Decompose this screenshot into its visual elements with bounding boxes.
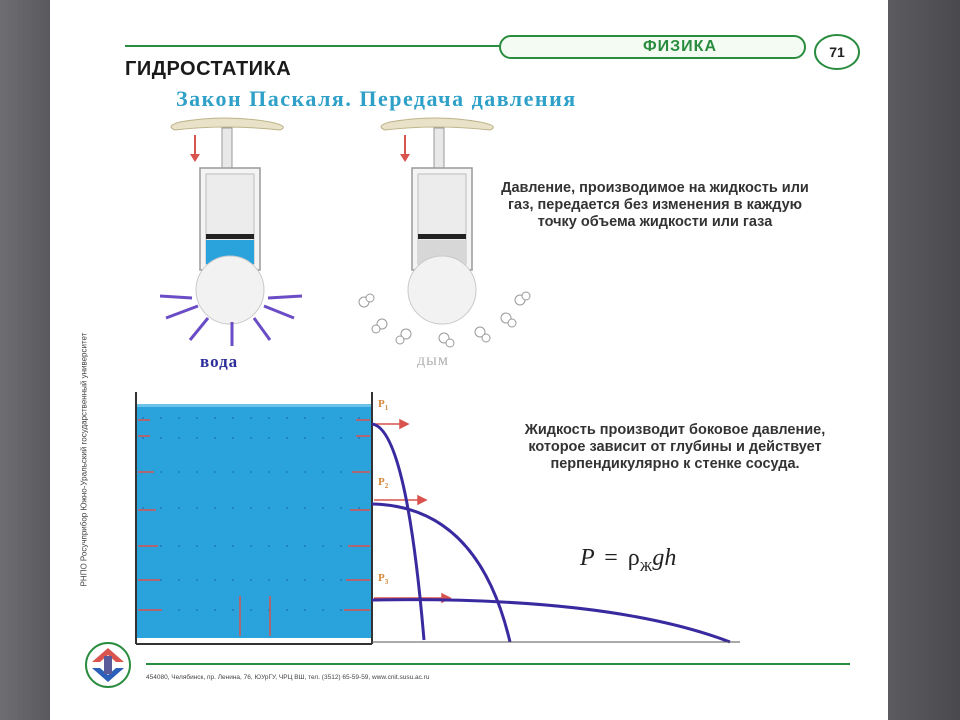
- formula-sub: Ж: [639, 559, 653, 575]
- pressure-label-2: P2: [378, 476, 388, 490]
- pascal-law-description: Давление, производимое на жидкость или г…: [501, 180, 809, 230]
- syringe-smoke: [358, 117, 531, 348]
- right-frame: [888, 0, 960, 720]
- pressure-formula: P = ρЖgh: [580, 545, 676, 576]
- footer-address: 454080, Челябинск, пр. Ленина, 76, ЮУрГУ…: [146, 674, 430, 681]
- page-number: 71: [829, 44, 845, 60]
- side-pressure-description: Жидкость производит боковое давление, ко…: [524, 422, 826, 472]
- formula-rho: ρ: [627, 545, 640, 571]
- smoke-label: дым: [417, 352, 450, 369]
- page-number-oval: [814, 34, 860, 70]
- pressure-label-3-p: P: [378, 572, 385, 584]
- publisher-vertical-text: РНПО Росучприбор Южно-Уральский государс…: [79, 332, 89, 587]
- subject-pill: [499, 35, 806, 59]
- pressure-label-3-sub: 3: [384, 578, 389, 587]
- section-title: ГИДРОСТАТИКА: [125, 58, 292, 80]
- pressure-label-3: P3: [378, 572, 388, 586]
- pressure-label-1-sub: 1: [384, 404, 389, 413]
- water-label: вода: [200, 352, 239, 371]
- textbook-page: ГИДРОСТАТИКА ФИЗИКА 71 Закон Паскаля. Пе…: [50, 0, 888, 720]
- pressure-label-1: P1: [378, 398, 388, 412]
- main-title: Закон Паскаля. Передача давления: [176, 86, 577, 111]
- left-frame: [0, 0, 50, 720]
- publisher-logo-icon: [85, 642, 131, 688]
- syringe-water: [159, 117, 303, 346]
- vessel-diagram: [135, 392, 740, 645]
- formula-lhs: P: [580, 545, 595, 571]
- formula-rest: gh: [652, 545, 677, 571]
- subject-label: ФИЗИКА: [643, 38, 717, 55]
- pressure-label-2-p: P: [378, 476, 385, 488]
- page-graphics: [85, 34, 860, 688]
- formula-eq: =: [604, 545, 618, 571]
- pressure-label-2-sub: 2: [384, 482, 389, 491]
- pressure-label-1-p: P: [378, 398, 385, 410]
